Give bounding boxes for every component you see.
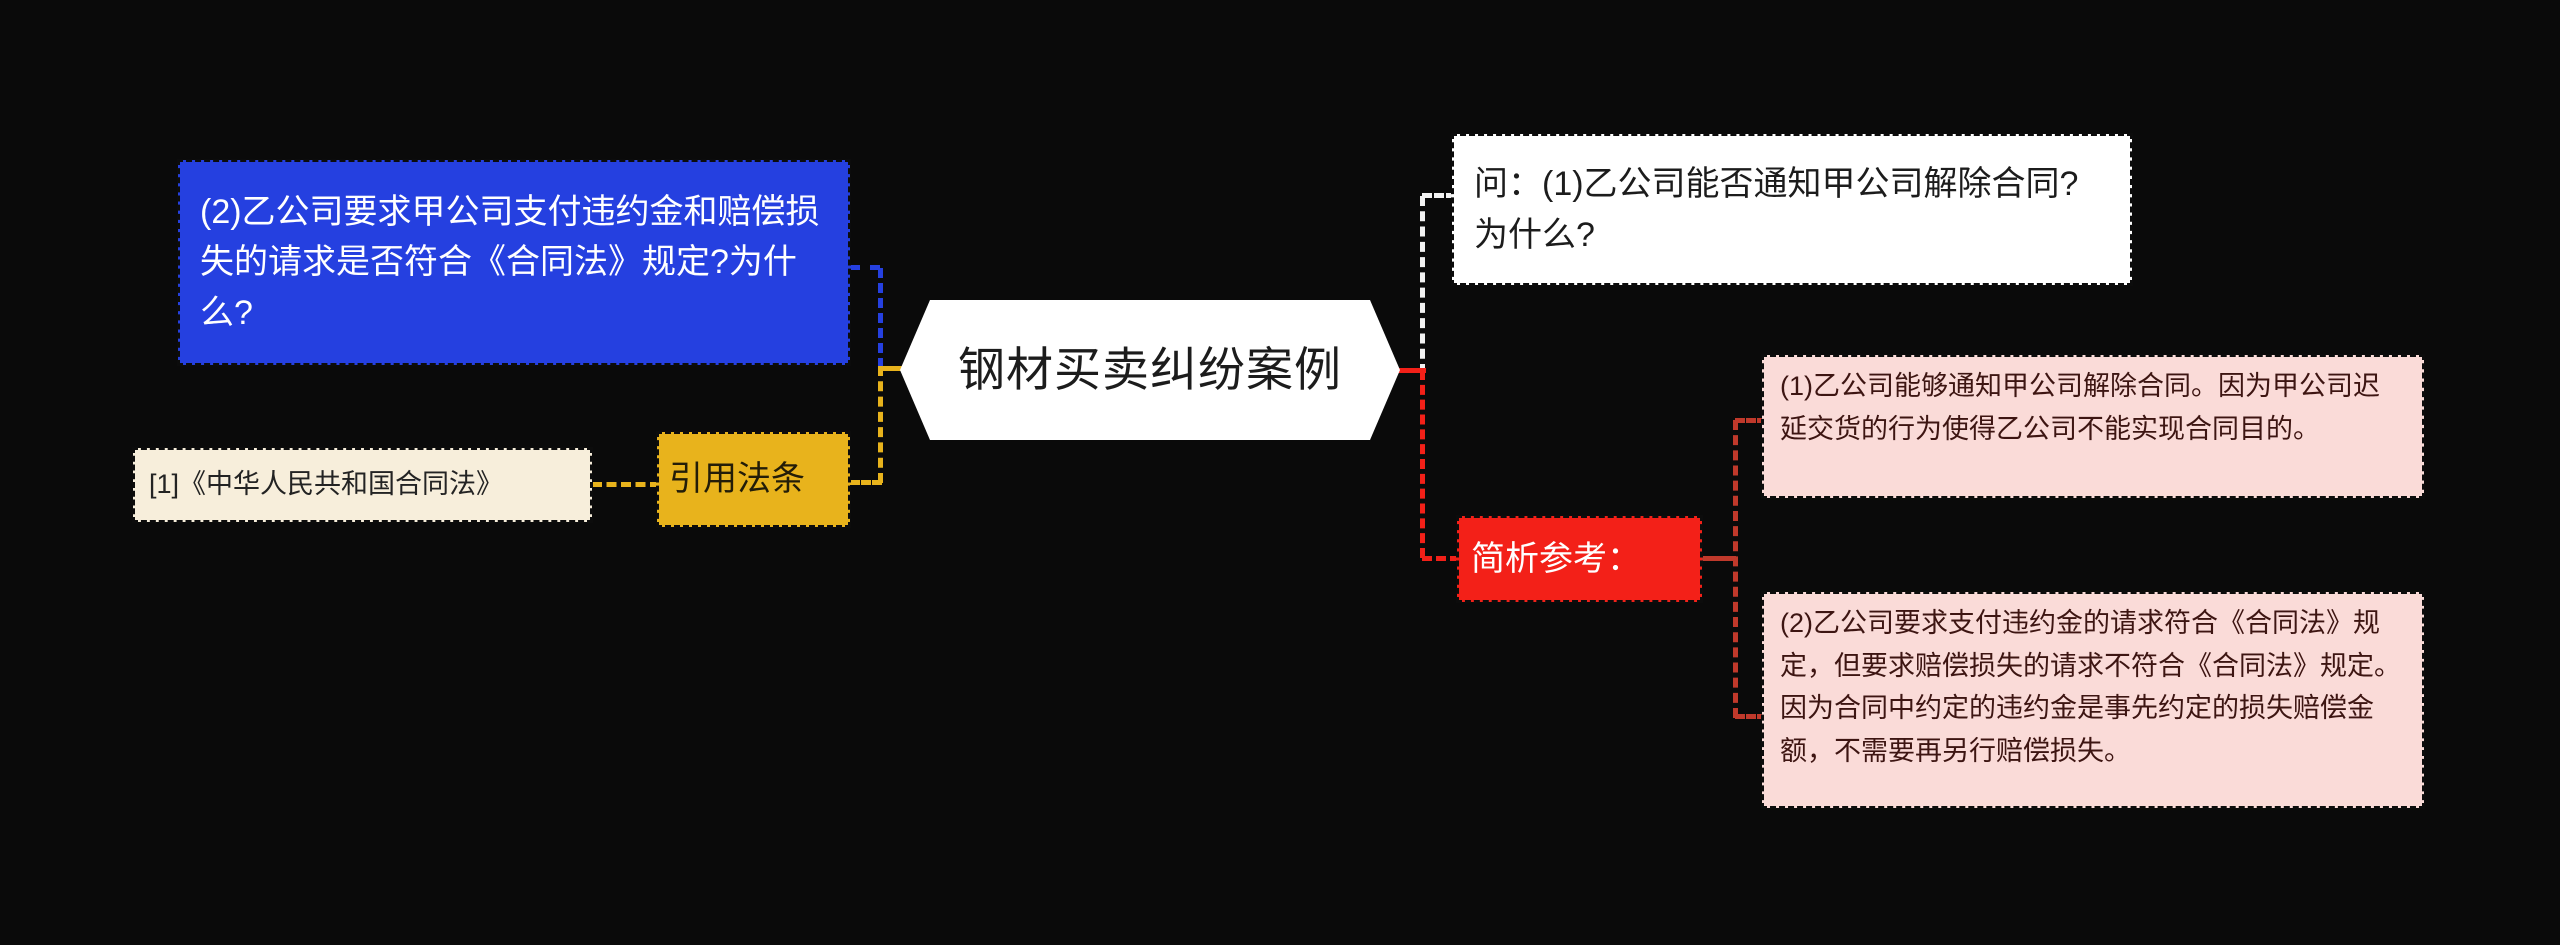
connector-central-to-citedlaw-horizontal [850, 480, 882, 485]
analysis-answer-1-text: (1)乙公司能够通知甲公司解除合同。因为甲公司迟延交货的行为使得乙公司不能实现合… [1780, 371, 2380, 444]
node-cited-law[interactable]: 引用法条 [656, 431, 851, 528]
analysis-reference-label: 简析参考： [1471, 539, 1641, 578]
node-question-1[interactable]: 问：(1)乙公司能否通知甲公司解除合同?为什么? [1451, 133, 2133, 286]
node-analysis-answer-2[interactable]: (2)乙公司要求支付违约金的请求符合《合同法》规定，但要求赔偿损失的请求不符合《… [1761, 591, 2425, 809]
central-topic-label: 钢材买卖纠纷案例 [958, 342, 1342, 396]
question-1-label: 问：(1)乙公司能否通知甲公司解除合同?为什么? [1474, 164, 2079, 254]
law-reference-label: [1]《中华人民共和国合同法》 [149, 469, 504, 500]
connector-central-to-question2-vertical [878, 268, 883, 368]
node-analysis-reference[interactable]: 简析参考： [1456, 515, 1703, 603]
connector-central-to-question2-horizontal [850, 265, 880, 270]
connector-analysis-to-answers-vertical [1733, 420, 1738, 718]
connector-central-to-question1-vertical [1420, 196, 1425, 374]
analysis-answer-2-text: (2)乙公司要求支付违约金的请求符合《合同法》规定，但要求赔偿损失的请求不符合《… [1780, 608, 2401, 766]
connector-central-to-question1-horizontal [1422, 193, 1456, 198]
cited-law-label: 引用法条 [669, 460, 805, 499]
connector-analysis-stub [1702, 556, 1736, 561]
node-question-2[interactable]: (2)乙公司要求甲公司支付违约金和赔偿损失的请求是否符合《合同法》规定?为什么? [177, 159, 851, 366]
connector-central-to-analysis-horizontal [1422, 556, 1460, 561]
connector-central-left-stub [878, 366, 904, 371]
question-2-label: (2)乙公司要求甲公司支付违约金和赔偿损失的请求是否符合《合同法》规定?为什么? [200, 193, 820, 332]
node-law-reference[interactable]: [1]《中华人民共和国合同法》 [132, 447, 593, 523]
node-analysis-answer-1[interactable]: (1)乙公司能够通知甲公司解除合同。因为甲公司迟延交货的行为使得乙公司不能实现合… [1761, 354, 2425, 499]
connector-citedlaw-to-reference [592, 482, 660, 487]
central-topic-node[interactable]: 钢材买卖纠纷案例 [900, 300, 1400, 440]
connector-central-to-analysis-vertical [1420, 370, 1425, 558]
connector-central-to-citedlaw-vertical [878, 366, 883, 483]
